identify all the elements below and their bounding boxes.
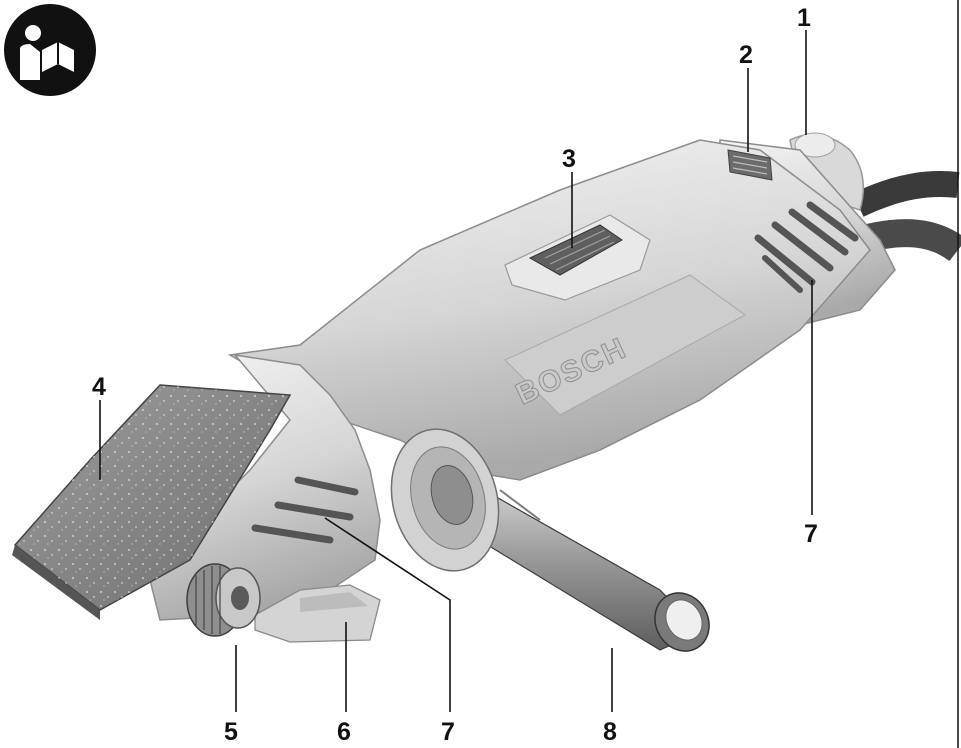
label-panel [504,274,746,416]
rear-air-vents [754,201,859,293]
sanding-belt [12,384,292,620]
power-cable [852,171,960,217]
handle-guard-disc [390,428,500,572]
callout-5: 5 [224,718,238,746]
belt-tension-lever[interactable] [254,584,381,643]
read-manual-icon [4,4,96,96]
belt-tracking-knob[interactable] [186,563,261,637]
on-off-switch[interactable] [504,214,651,301]
callout-6: 6 [337,718,351,746]
speed-dial[interactable] [727,149,773,181]
callout-7-rear: 7 [804,520,818,548]
callout-labels: 1 2 3 4 5 6 7 8 7 [92,4,818,746]
front-air-vents [251,476,359,544]
callout-2: 2 [739,41,753,69]
callout-7-front: 7 [441,718,455,746]
callout-1: 1 [797,4,811,32]
callout-3: 3 [562,145,576,173]
callout-8: 8 [603,718,617,746]
callout-4: 4 [92,373,106,401]
leader-lines [99,30,813,712]
